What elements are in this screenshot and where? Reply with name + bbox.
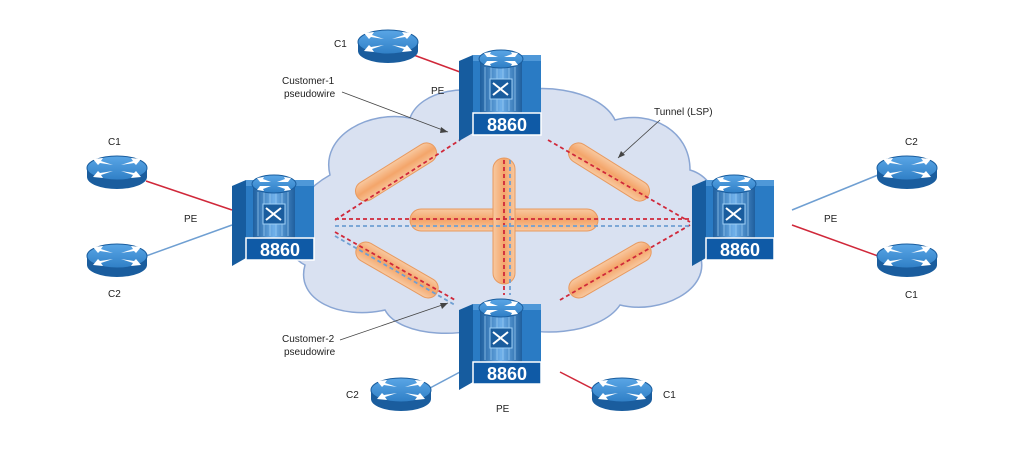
customer1-callout-line2: pseudowire — [284, 89, 336, 100]
pe-bottom-model: 8860 — [487, 364, 527, 384]
ce-router-bottom-c2 — [370, 377, 432, 412]
pseudowires — [334, 139, 691, 306]
ce-router-right-c1 — [876, 243, 938, 278]
tunnel-bottom-right — [568, 241, 652, 299]
pe-bottom-label: PE — [496, 404, 510, 415]
ce-router-right-c2 — [876, 155, 938, 190]
tunnel-bottom-left — [355, 241, 439, 299]
pe-left-label: PE — [184, 214, 198, 225]
customer1-callout-line1: Customer-1 — [282, 76, 335, 87]
customer1-pseudowires — [334, 139, 691, 301]
pe-right-label: PE — [824, 214, 838, 225]
ce-right-c2-label: C2 — [905, 137, 918, 148]
ce-top-c1-label: C1 — [334, 39, 347, 50]
customer2-callout-line2: pseudowire — [284, 347, 336, 358]
customer2-callout-line1: Customer-2 — [282, 334, 335, 345]
pe-router-bottom: 8860 — [458, 298, 542, 391]
ce-bottom-c2-label: C2 — [346, 390, 359, 401]
pe-top-model: 8860 — [487, 115, 527, 135]
ce-left-c1-label: C1 — [108, 137, 121, 148]
ce-router-bottom-c1 — [591, 377, 653, 412]
pe-right-model: 8860 — [720, 240, 760, 260]
callout-customer1: Customer-1 pseudowire — [282, 76, 449, 133]
pe-router-right: 8860 — [691, 174, 775, 267]
pe-router-top: 8860 — [458, 49, 542, 142]
ce-left-c2-label: C2 — [108, 289, 121, 300]
tunnel-top-left — [354, 142, 438, 202]
customer2-pseudowires — [334, 160, 690, 306]
tunnel-callout: Tunnel (LSP) — [654, 107, 713, 118]
callout-tunnel: Tunnel (LSP) — [617, 107, 713, 159]
pe-top-label: PE — [431, 86, 445, 97]
callout-customer2: Customer-2 pseudowire — [282, 302, 449, 358]
ce-right-c1-label: C1 — [905, 290, 918, 301]
ce-bottom-c1-label: C1 — [663, 390, 676, 401]
ce-router-left-c2 — [86, 243, 148, 278]
pe-left-model: 8860 — [260, 240, 300, 260]
ce-router-top-c1 — [357, 29, 419, 64]
pe-router-left: 8860 — [231, 174, 315, 267]
ce-router-left-c1 — [86, 155, 148, 190]
attachment-circuits — [145, 49, 879, 391]
